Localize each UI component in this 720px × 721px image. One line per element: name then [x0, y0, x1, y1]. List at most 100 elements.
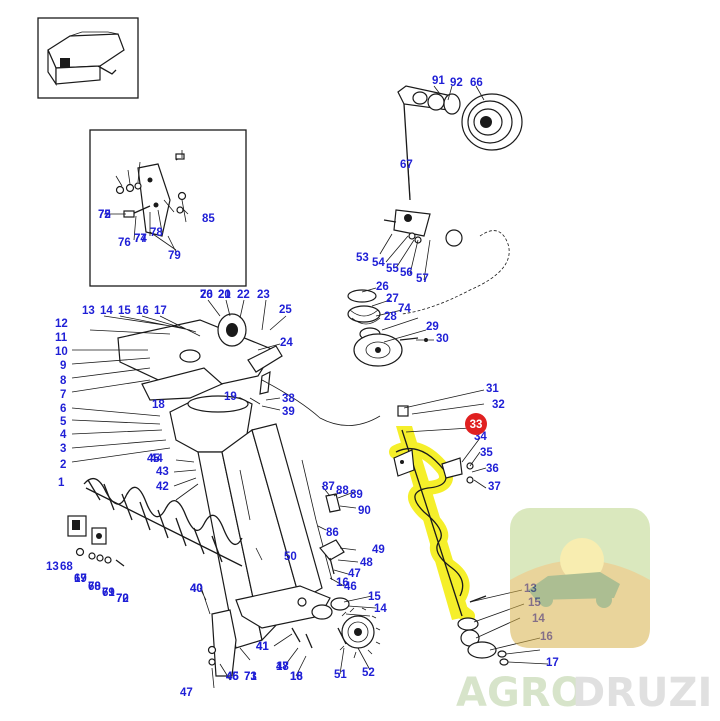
part-label: 30	[436, 333, 449, 345]
selected-part-callout[interactable]: 33	[465, 413, 487, 435]
part-label: 43	[156, 466, 169, 478]
part-label: 17	[74, 573, 87, 585]
part-label: 21	[218, 289, 231, 301]
part-label: 48	[276, 661, 289, 673]
part-label: 72	[98, 209, 111, 221]
lower-parts	[207, 493, 381, 677]
part-label: 17	[276, 661, 289, 673]
part-label: 9	[60, 360, 66, 372]
part-label: 68	[88, 581, 101, 593]
machine-thumbnail	[37, 17, 139, 99]
part-label: 48	[360, 557, 373, 569]
auger-tube-assembly	[117, 313, 333, 649]
part-label: 47	[348, 568, 361, 580]
part-label: 67	[400, 159, 413, 171]
part-label: 36	[486, 463, 499, 475]
part-label: 90	[358, 505, 371, 517]
part-label: 77	[134, 233, 147, 245]
part-label: 53	[356, 252, 369, 264]
part-label: 88	[336, 485, 349, 497]
part-label: 22	[237, 289, 250, 301]
part-label: 16	[336, 577, 349, 589]
part-label: 87	[322, 481, 335, 493]
part-label: 17	[546, 657, 559, 669]
part-label: 56	[400, 267, 413, 279]
vertical-auger-highlight	[389, 405, 475, 623]
part-label: 5	[60, 416, 67, 428]
part-label: 41	[256, 641, 269, 653]
part-label: 18	[152, 399, 165, 411]
part-label: 8	[60, 375, 67, 387]
part-label: 7	[60, 389, 66, 401]
part-label: 66	[470, 77, 483, 89]
part-label: 52	[362, 667, 375, 679]
part-label: 31	[486, 383, 499, 395]
part-label: 68	[60, 561, 73, 573]
part-label: 50	[284, 551, 297, 563]
part-label: 42	[156, 481, 169, 493]
brand-watermark: AGRO DRUZI	[456, 508, 712, 716]
part-label: 10	[55, 346, 68, 358]
part-label: 3	[60, 443, 66, 455]
part-label: 39	[282, 406, 295, 418]
part-label: 29	[426, 321, 439, 333]
part-label: 74	[134, 233, 147, 245]
part-label: 1	[58, 477, 65, 489]
part-label: 75	[98, 209, 111, 221]
part-label: 49	[372, 544, 385, 556]
part-label: 11	[55, 332, 68, 344]
left-small-parts	[67, 515, 125, 567]
part-label: 13	[46, 561, 59, 573]
part-label: 73	[244, 671, 257, 683]
part-label: 13	[82, 305, 95, 317]
part-label: 6	[60, 403, 66, 415]
part-label: 44	[150, 453, 163, 465]
part-label: 28	[384, 311, 397, 323]
part-label: 69	[74, 573, 87, 585]
part-label: 69	[102, 587, 115, 599]
part-label: 15	[368, 591, 381, 603]
part-label: 18	[290, 671, 303, 683]
part-label: 12	[55, 318, 68, 330]
part-label: 14	[100, 305, 113, 317]
horizontal-auger	[83, 477, 243, 567]
part-label: 37	[488, 481, 501, 493]
part-label: 20	[200, 289, 213, 301]
part-label: 19	[224, 391, 237, 403]
part-label: 16	[136, 305, 149, 317]
part-label: 72	[116, 593, 129, 605]
part-label: 26	[376, 281, 389, 293]
part-label: 71	[244, 671, 257, 683]
watermark-agro: AGRO	[456, 670, 585, 716]
detail-box-bracket	[89, 129, 247, 287]
part-label: 57	[416, 273, 429, 285]
auger-side-parts	[424, 338, 509, 666]
part-label: 85	[202, 213, 215, 225]
part-label: 32	[492, 399, 505, 411]
part-label: 89	[350, 489, 363, 501]
part-label: 86	[326, 527, 339, 539]
part-label: 41	[256, 641, 269, 653]
part-label: 76	[118, 237, 131, 249]
part-label: 47	[180, 687, 193, 699]
part-label: 51	[334, 669, 347, 681]
part-label: 74	[398, 303, 411, 315]
part-label: 35	[480, 447, 493, 459]
part-label: 76	[200, 289, 213, 301]
leader-lines	[71, 85, 549, 689]
part-label: 70	[88, 581, 101, 593]
part-label: 40	[190, 583, 203, 595]
part-label: 71	[102, 587, 115, 599]
part-label: 16	[290, 671, 303, 683]
part-label: 54	[372, 257, 385, 269]
part-label: 91	[432, 75, 445, 87]
part-label: 92	[450, 77, 463, 89]
drive-assembly	[347, 85, 523, 367]
part-label: 70	[116, 593, 129, 605]
selected-part-number: 33	[470, 419, 483, 431]
part-label: 45	[147, 453, 160, 465]
part-label: 25	[279, 304, 292, 316]
part-label: 23	[257, 289, 270, 301]
part-label: 20	[218, 289, 231, 301]
